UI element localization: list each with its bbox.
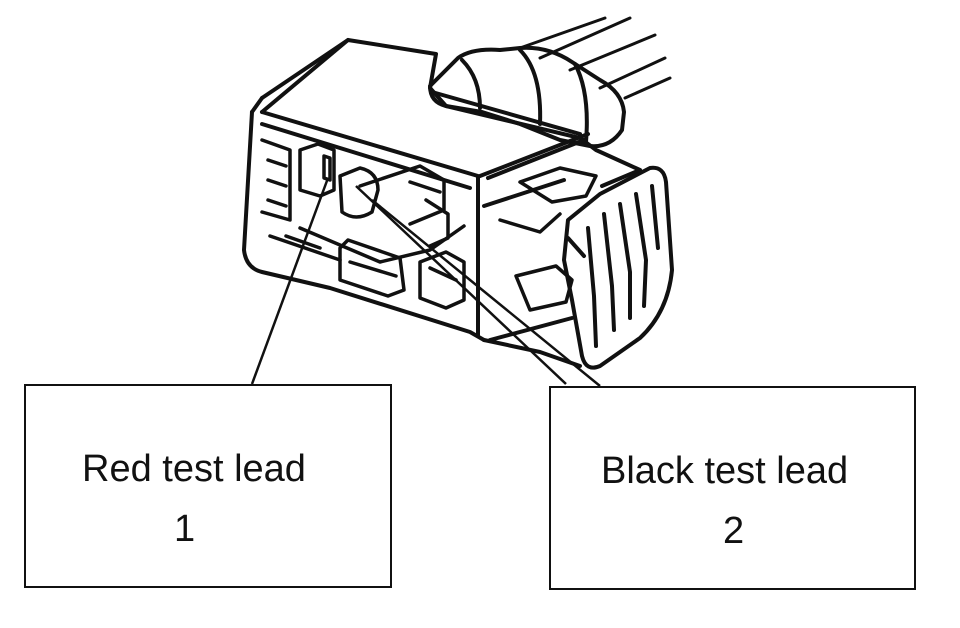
- callout-label: Red test lead: [82, 448, 306, 490]
- wire-seal: [428, 45, 626, 149]
- callout-label: Black test lead: [601, 450, 849, 492]
- red-lead-leader: [250, 177, 330, 385]
- callout-number: 1: [174, 508, 196, 550]
- callout-red-test-lead: Red test lead 1: [24, 384, 392, 588]
- terminal-cavities: [260, 138, 598, 312]
- black-lead-leader-b: [371, 199, 601, 387]
- callout-number: 2: [723, 510, 745, 552]
- callout-black-test-lead: Black test lead 2: [549, 386, 916, 590]
- black-lead-leader-a: [355, 185, 567, 385]
- wire-bundle: [518, 16, 672, 100]
- leader-lines: [250, 177, 601, 387]
- release-latch: [562, 165, 674, 370]
- connector-housing: [242, 38, 642, 368]
